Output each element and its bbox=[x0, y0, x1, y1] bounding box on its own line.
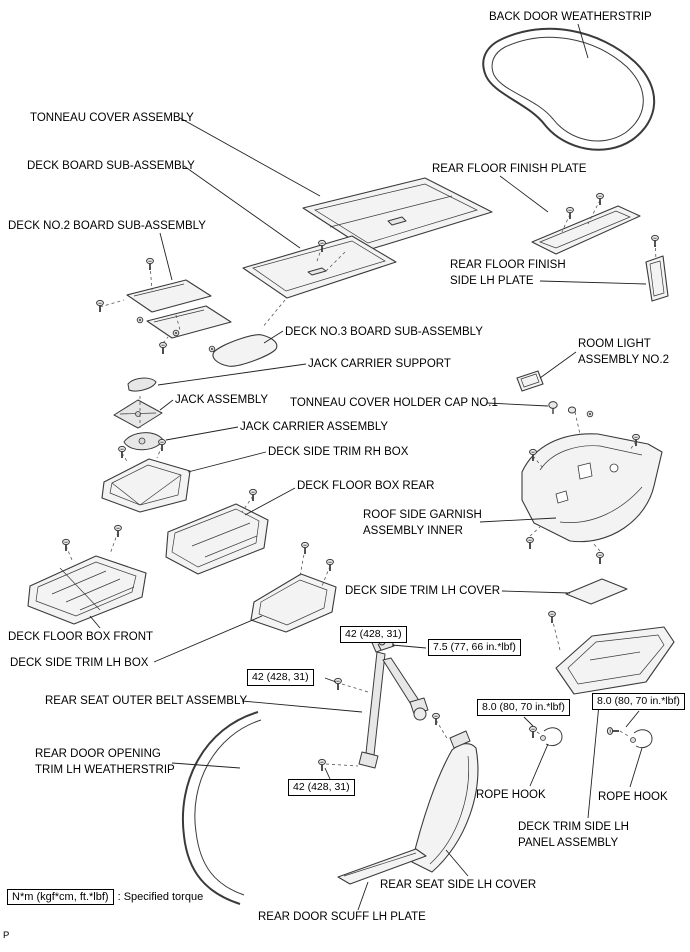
label-rope-hook-right: ROPE HOOK bbox=[598, 791, 668, 803]
jack-assembly-drawing bbox=[113, 399, 163, 429]
torque-spec-8-0-right: 8.0 (80, 70 in.*lbf) bbox=[592, 693, 685, 710]
torque-spec-8-0-left: 8.0 (80, 70 in.*lbf) bbox=[477, 699, 570, 716]
torque-spec-42-bottom: 42 (428, 31) bbox=[288, 779, 355, 796]
tonneau-cover-drawing bbox=[302, 177, 493, 251]
screw-icon bbox=[113, 524, 123, 538]
label-back-door-weatherstrip: BACK DOOR WEATHERSTRIP bbox=[489, 11, 652, 23]
rear-door-scuff-plate-drawing bbox=[337, 848, 427, 885]
page-code: P bbox=[3, 930, 10, 941]
label-deck-no2-board-sub-assembly: DECK NO.2 BOARD SUB-ASSEMBLY bbox=[8, 220, 206, 232]
screw-icon bbox=[595, 551, 605, 565]
deck-side-trim-lh-box-drawing bbox=[250, 573, 337, 633]
deck-floor-box-rear-drawing bbox=[165, 503, 269, 575]
screw-icon bbox=[145, 257, 155, 271]
torque-legend-formula: N*m (kgf*cm, ft.*lbf) bbox=[7, 889, 114, 905]
deck-floor-box-front-drawing bbox=[27, 555, 147, 625]
label-rope-hook-left: ROPE HOOK bbox=[476, 789, 546, 801]
label-rear-door-scuff-lh-plate: REAR DOOR SCUFF LH PLATE bbox=[258, 911, 426, 923]
jack-carrier-assembly-drawing bbox=[123, 432, 164, 451]
deck-no3-board-drawing bbox=[212, 334, 278, 367]
screw-icon bbox=[61, 538, 71, 552]
jack-carrier-support-drawing bbox=[127, 377, 157, 392]
rear-floor-finish-side-plate-drawing bbox=[645, 255, 669, 302]
label-deck-board-sub-assembly: DECK BOARD SUB-ASSEMBLY bbox=[27, 160, 195, 172]
rope-hook-drawing-left bbox=[540, 727, 563, 747]
screw-icon bbox=[157, 438, 167, 452]
screw-icon bbox=[117, 445, 127, 459]
clip-icon bbox=[586, 410, 594, 418]
screw-icon bbox=[248, 488, 258, 502]
screw-icon bbox=[650, 234, 660, 248]
rear-floor-finish-plate-drawing bbox=[531, 205, 641, 255]
screw-icon bbox=[547, 610, 557, 624]
clip-icon bbox=[136, 316, 144, 324]
bolt-icon bbox=[606, 726, 620, 736]
label-deck-side-trim-rh-box: DECK SIDE TRIM RH BOX bbox=[268, 446, 409, 458]
torque-spec-42-top: 42 (428, 31) bbox=[340, 626, 407, 643]
label-deck-no3-board-sub-assembly: DECK NO.3 BOARD SUB-ASSEMBLY bbox=[285, 326, 483, 338]
screw-icon bbox=[325, 558, 335, 572]
rear-door-opening-trim-drawing bbox=[182, 711, 262, 905]
rear-seat-side-cover-drawing bbox=[411, 730, 479, 873]
label-deck-side-trim-lh-cover: DECK SIDE TRIM LH COVER bbox=[345, 585, 501, 597]
screw-icon bbox=[525, 536, 535, 550]
bolt-icon bbox=[317, 758, 327, 772]
screw-icon bbox=[595, 192, 605, 206]
back-door-weatherstrip-drawing bbox=[482, 27, 656, 151]
bolt-icon bbox=[431, 712, 441, 726]
clip-icon bbox=[208, 345, 216, 353]
bolt-icon bbox=[333, 677, 343, 691]
room-light-drawing bbox=[516, 370, 544, 392]
label-room-light-assembly-no2: ROOM LIGHT ASSEMBLY NO.2 bbox=[578, 338, 669, 366]
torque-spec-7-5: 7.5 (77, 66 in.*lbf) bbox=[428, 639, 521, 656]
label-rear-floor-finish-plate: REAR FLOOR FINISH PLATE bbox=[432, 163, 587, 175]
leader-lines bbox=[89, 23, 647, 911]
screw-icon bbox=[300, 541, 310, 555]
label-rear-seat-outer-belt-assembly: REAR SEAT OUTER BELT ASSEMBLY bbox=[45, 695, 248, 707]
label-tonneau-cover-holder-cap-no1: TONNEAU COVER HOLDER CAP NO.1 bbox=[290, 397, 498, 409]
clip-icon bbox=[172, 329, 180, 337]
label-deck-floor-box-front: DECK FLOOR BOX FRONT bbox=[8, 631, 154, 643]
label-rear-door-opening-trim-lh-weatherstrip: REAR DOOR OPENING TRIM LH WEATHERSTRIP bbox=[35, 748, 175, 776]
label-jack-assembly: JACK ASSEMBLY bbox=[175, 394, 269, 406]
screw-icon bbox=[158, 341, 168, 355]
label-rear-seat-side-lh-cover: REAR SEAT SIDE LH COVER bbox=[380, 879, 537, 891]
label-rear-floor-finish-side-lh-plate: REAR FLOOR FINISH SIDE LH PLATE bbox=[450, 259, 566, 287]
screw-icon bbox=[565, 206, 575, 220]
rope-hook-drawing-right bbox=[630, 729, 653, 749]
roof-side-garnish-drawing bbox=[521, 433, 663, 543]
label-tonneau-cover-assembly: TONNEAU COVER ASSEMBLY bbox=[30, 112, 194, 124]
deck-side-trim-rh-box-drawing bbox=[101, 458, 191, 513]
label-roof-side-garnish-assembly-inner: ROOF SIDE GARNISH ASSEMBLY INNER bbox=[363, 509, 482, 537]
label-deck-side-trim-lh-box: DECK SIDE TRIM LH BOX bbox=[10, 657, 149, 669]
torque-legend: N*m (kgf*cm, ft.*lbf) : Specified torque bbox=[7, 889, 203, 905]
rear-seat-outer-belt-drawing bbox=[358, 631, 429, 769]
label-deck-floor-box-rear: DECK FLOOR BOX REAR bbox=[297, 480, 435, 492]
bolt-icon bbox=[528, 725, 538, 739]
torque-spec-42-mid: 42 (428, 31) bbox=[247, 669, 314, 686]
label-jack-carrier-support: JACK CARRIER SUPPORT bbox=[308, 358, 451, 370]
assembly-dashed-lines bbox=[65, 199, 657, 767]
label-deck-trim-side-lh-panel-assembly: DECK TRIM SIDE LH PANEL ASSEMBLY bbox=[518, 821, 629, 849]
deck-side-trim-lh-cover-drawing bbox=[565, 578, 628, 605]
label-jack-carrier-assembly: JACK CARRIER ASSEMBLY bbox=[240, 421, 389, 433]
tonneau-cover-holder-cap-drawing bbox=[548, 401, 577, 414]
deck-no2-board-drawing bbox=[126, 279, 232, 339]
torque-legend-description: : Specified torque bbox=[117, 891, 204, 903]
deck-trim-side-panel-drawing bbox=[555, 626, 675, 695]
